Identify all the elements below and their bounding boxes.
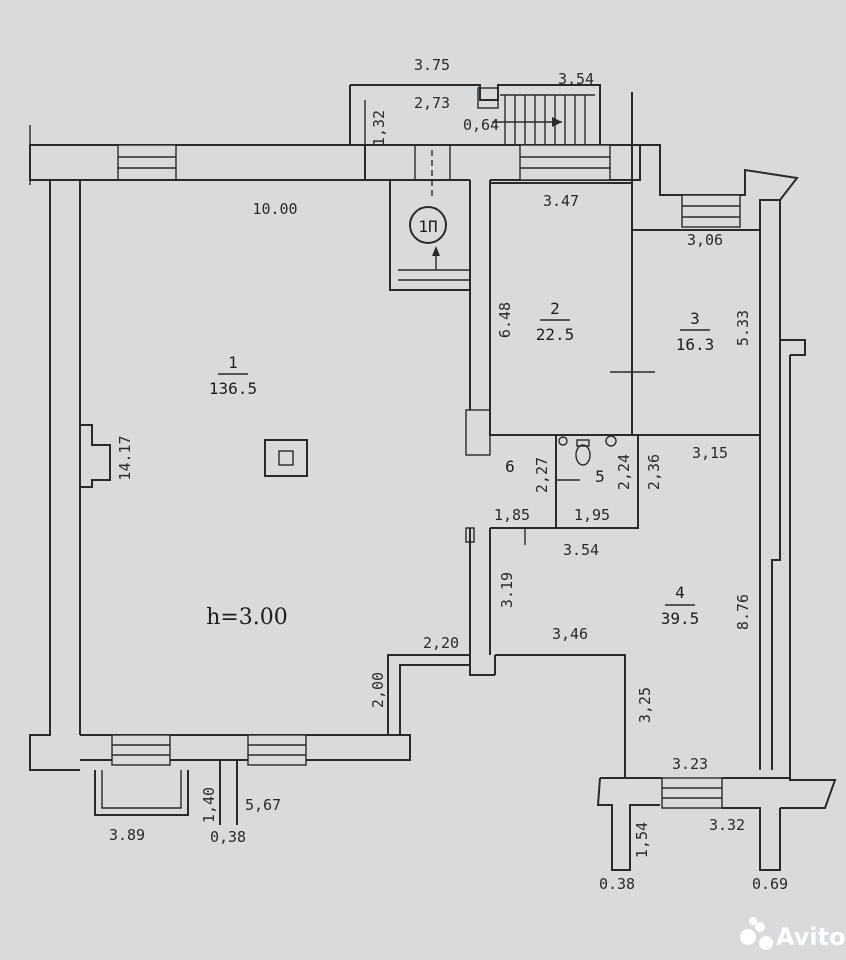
partition-left-lower [469,528,495,676]
dim-8-76: 8.76 [734,594,752,630]
dim-10-00: 10.00 [252,200,297,218]
vestibule-1p [389,180,470,291]
dim-2-24: 2,24 [615,454,633,490]
dim-2-20: 2,20 [423,634,459,652]
left-wall-outer [29,180,80,771]
stair-marker-circle [409,206,447,244]
dim-2-36: 2,36 [645,454,663,490]
stair-marker-arrowhead [432,246,440,256]
bottom-wall [80,734,411,761]
dim-1-32: 1,32 [370,110,388,146]
avito-logo: Avito [740,917,846,951]
stairs-top [492,94,595,145]
porch-bottom [94,770,189,816]
toilet-icon [575,439,591,466]
room-4-lower-wall [495,654,626,778]
door-stop [465,527,475,543]
room-2-number: 2 [550,299,560,318]
dim-1-54: 1,54 [633,822,651,858]
rooms-5-6-walls [490,434,639,529]
room-4-bottom-left-pier [596,777,660,871]
dim-2-27: 2,27 [533,457,551,493]
dim-1-95: 1,95 [574,506,610,524]
watermark-text: Avito [776,923,846,951]
dim-0-69: 0.69 [752,875,788,893]
column-top [477,87,499,109]
dim-6-48: 6.48 [496,302,514,338]
room-1-number: 1 [228,353,238,372]
window-bottom-left [111,734,171,766]
dim-0-38-right: 0.38 [599,875,635,893]
door-top [519,144,611,181]
dim-5-33: 5.33 [734,310,752,346]
room-2-area: 22.5 [536,325,575,344]
dim-3-06: 3,06 [687,231,723,249]
room-3-area: 16.3 [676,335,715,354]
room-5-number: 5 [595,467,605,486]
ceiling-height: h=3.00 [206,605,288,630]
room-3-number: 3 [690,309,700,328]
room-4-bottom-right-pier [722,807,781,871]
dim-0-64: 0,64 [463,116,499,134]
dim-3-15: 3,15 [692,444,728,462]
dim-3-54-top: 3,54 [558,70,594,88]
dim-5-67: 5,67 [245,796,281,814]
dim-14-17: 14.17 [116,435,134,480]
stair-marker: 1П [418,217,437,236]
dim-2-73: 2,73 [414,94,450,112]
room-1-area: 136.5 [209,379,257,398]
right-wall-lower [780,355,837,809]
dim-3-19: 3.19 [498,572,516,608]
dim-3-46: 3,46 [552,625,588,643]
top-wall [29,144,366,181]
vestibule-door [414,145,451,180]
dim-1-40: 1,40 [200,787,218,823]
dim-1-85: 1,85 [494,506,530,524]
right-top-wall [631,92,799,231]
window-right-top [681,194,741,228]
dim-3-89: 3.89 [109,826,145,844]
dim-2-00: 2,00 [369,672,387,708]
window-top [117,144,177,181]
door-bottom-right [661,777,723,809]
dim-3-23: 3.23 [672,755,708,773]
dim-3-75: 3.75 [414,56,450,74]
room-4-area: 39.5 [661,609,700,628]
sink-icon-2 [558,436,568,446]
room-6-number: 6 [505,457,515,476]
right-wall-niche [780,339,806,356]
porch-inner [101,770,182,809]
column-room-1-core [278,450,294,466]
notch-wall-inner [399,664,470,735]
sink-icon [605,435,617,447]
right-wall [759,200,781,770]
dim-3-54: 3.54 [563,541,599,559]
dim-0-38-left: 0,38 [210,828,246,846]
dim-3-47: 3.47 [543,192,579,210]
dim-3-32: 3.32 [709,816,745,834]
notch-wall [387,654,470,735]
dim-3-25: 3,25 [636,687,654,723]
column-room-1 [264,439,308,477]
room-4-number: 4 [675,583,685,602]
door-frame-room2 [465,409,491,456]
left-niche [80,424,111,488]
window-bottom-mid [247,734,307,766]
